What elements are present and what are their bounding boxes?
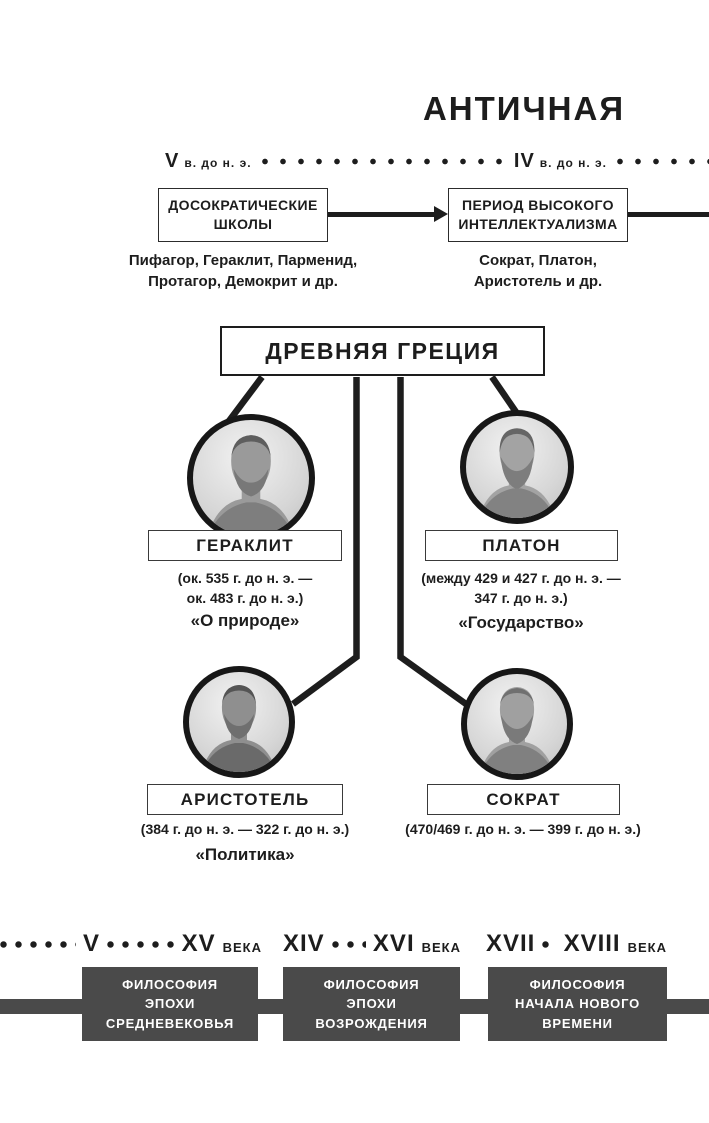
presocratic-names-line1: Пифагор, Гераклит, Парменид, xyxy=(128,252,358,269)
flow-arrow-line xyxy=(328,212,434,217)
timeline-dots xyxy=(331,940,366,948)
era-renaissance-line3: ВОЗРОЖДЕНИЯ xyxy=(315,1015,428,1031)
socrates-dates-line1: (470/469 г. до н. э. — 399 г. до н. э.) xyxy=(405,821,641,837)
classical-names-line2: Аристотель и др. xyxy=(473,273,603,290)
timeline-marker-v: V xyxy=(165,149,180,172)
era-medieval-line3: СРЕДНЕВЕКОВЬЯ xyxy=(105,1015,235,1031)
plato-dates: (между 429 и 427 г. до н. э. — 347 г. до… xyxy=(381,569,661,608)
timeline-marker-v-era: в. до н. э. xyxy=(184,155,252,170)
bust-icon xyxy=(478,428,556,518)
ancient-greece-label: ДРЕВНЯЯ ГРЕЦИЯ xyxy=(265,337,500,364)
timeline-marker-xv-century: XV xyxy=(181,930,216,957)
centuries-unit-label: ВЕКА xyxy=(222,939,262,955)
timeline-bottom-segment-early-modern: XVII XVIII ВЕКА xyxy=(486,930,667,957)
era-box-renaissance-philosophy: ФИЛОСОФИЯ ЭПОХИ ВОЗРОЖДЕНИЯ xyxy=(283,967,460,1041)
heraclitus-dates: (ок. 535 г. до н. э. — ок. 483 г. до н. … xyxy=(105,569,385,608)
high-intellectualism-label-line1: ПЕРИОД ВЫСОКОГО xyxy=(462,197,614,214)
timeline-bottom-segment-renaissance: XIV XVI ВЕКА xyxy=(283,930,461,957)
timeline-dots xyxy=(542,940,557,948)
timeline-dots xyxy=(261,157,504,165)
socrates-portrait xyxy=(461,668,573,780)
plato-name-box: ПЛАТОН xyxy=(425,530,618,561)
centuries-unit-label: ВЕКА xyxy=(627,939,667,955)
flow-arrowhead-icon xyxy=(434,206,448,222)
presocratic-philosophers-list: Пифагор, Гераклит, Парменид, Протагор, Д… xyxy=(126,250,360,292)
heraclitus-work-title: «О природе» xyxy=(190,611,300,630)
heraclitus-dates-line1: (ок. 535 г. до н. э. — xyxy=(177,570,313,586)
plato-name: ПЛАТОН xyxy=(482,535,561,555)
era-early-modern-line3: ВРЕМЕНИ xyxy=(542,1015,613,1031)
timeline-top: V в. до н. э. IV в. до н. э. xyxy=(165,150,709,172)
centuries-unit-label: ВЕКА xyxy=(421,939,461,955)
era-medieval-line1: ФИЛОСОФИЯ xyxy=(122,976,218,992)
socrates-name: СОКРАТ xyxy=(486,789,561,809)
presocratic-schools-box: ДОСОКРАТИЧЕСКИЕ ШКОЛЫ xyxy=(158,188,328,242)
era-renaissance-line1: ФИЛОСОФИЯ xyxy=(323,976,420,992)
high-intellectualism-box: ПЕРИОД ВЫСОКОГО ИНТЕЛЛЕКТУАЛИЗМА xyxy=(448,188,628,242)
era-box-early-modern-philosophy: ФИЛОСОФИЯ НАЧАЛА НОВОГО ВРЕМЕНИ xyxy=(488,967,667,1041)
classical-philosophers-list: Сократ, Платон, Аристотель и др. xyxy=(438,250,638,292)
heraclitus-dates-line2: ок. 483 г. до н. э.) xyxy=(186,589,304,606)
timeline-bottom-segment-medieval: V XV ВЕКА xyxy=(0,930,262,957)
era-renaissance-line2: ЭПОХИ xyxy=(346,996,397,1012)
bust-icon xyxy=(201,685,277,772)
bust-icon xyxy=(479,687,555,774)
presocratic-schools-label-line1: ДОСОКРАТИЧЕСКИЕ xyxy=(168,197,318,214)
plato-work-title: «Государство» xyxy=(458,613,584,632)
era-box-medieval-philosophy: ФИЛОСОФИЯ ЭПОХИ СРЕДНЕВЕКОВЬЯ xyxy=(82,967,258,1041)
classical-names-line1: Сократ, Платон, xyxy=(479,252,597,269)
aristotle-dates-line1: (384 г. до н. э. — 322 г. до н. э.) xyxy=(140,821,350,837)
timeline-marker-iv-era: в. до н. э. xyxy=(539,155,607,170)
timeline-marker-xvii-century: XVII xyxy=(486,930,536,957)
timeline-marker-xvi-century: XVI xyxy=(372,930,415,957)
aristotle-dates: (384 г. до н. э. — 322 г. до н. э.) xyxy=(85,820,405,840)
plato-dates-line2: 347 г. до н. э.) xyxy=(474,589,568,606)
timeline-marker-xviii-century: XVIII xyxy=(563,930,621,957)
aristotle-portrait xyxy=(183,666,295,778)
high-intellectualism-label-line2: ИНТЕЛЛЕКТУАЛИЗМА xyxy=(458,216,618,232)
era-medieval-line2: ЭПОХИ xyxy=(144,996,196,1012)
timeline-dots xyxy=(617,157,709,165)
socrates-name-box: СОКРАТ xyxy=(427,784,620,815)
aristotle-work-title: «Политика» xyxy=(195,845,295,864)
bust-icon xyxy=(207,435,295,536)
page-title: АНТИЧНАЯ xyxy=(422,90,626,127)
era-early-modern-line2: НАЧАЛА НОВОГО xyxy=(515,996,640,1012)
era-early-modern-line1: ФИЛОСОФИЯ xyxy=(529,976,626,992)
timeline-dots xyxy=(107,940,175,948)
heraclitus-name-box: ГЕРАКЛИТ xyxy=(148,530,342,561)
heraclitus-portrait xyxy=(187,414,315,542)
timeline-marker-xiv-century: XIV xyxy=(283,930,325,957)
presocratic-schools-label-line2: ШКОЛЫ xyxy=(213,216,273,232)
plato-dates-line1: (между 429 и 427 г. до н. э. — xyxy=(421,570,621,586)
timeline-dots xyxy=(0,940,76,948)
presocratic-names-line2: Протагор, Демокрит и др. xyxy=(148,273,338,290)
socrates-dates: (470/469 г. до н. э. — 399 г. до н. э.) xyxy=(363,820,683,840)
flow-continuation-line xyxy=(628,212,709,217)
heraclitus-name: ГЕРАКЛИТ xyxy=(196,535,294,555)
aristotle-name-box: АРИСТОТЕЛЬ xyxy=(147,784,343,815)
ancient-greece-box: ДРЕВНЯЯ ГРЕЦИЯ xyxy=(220,326,545,376)
timeline-marker-iv: IV xyxy=(513,149,535,172)
timeline-marker-v-century: V xyxy=(83,930,101,957)
aristotle-name: АРИСТОТЕЛЬ xyxy=(180,789,310,809)
plato-portrait xyxy=(460,410,574,524)
